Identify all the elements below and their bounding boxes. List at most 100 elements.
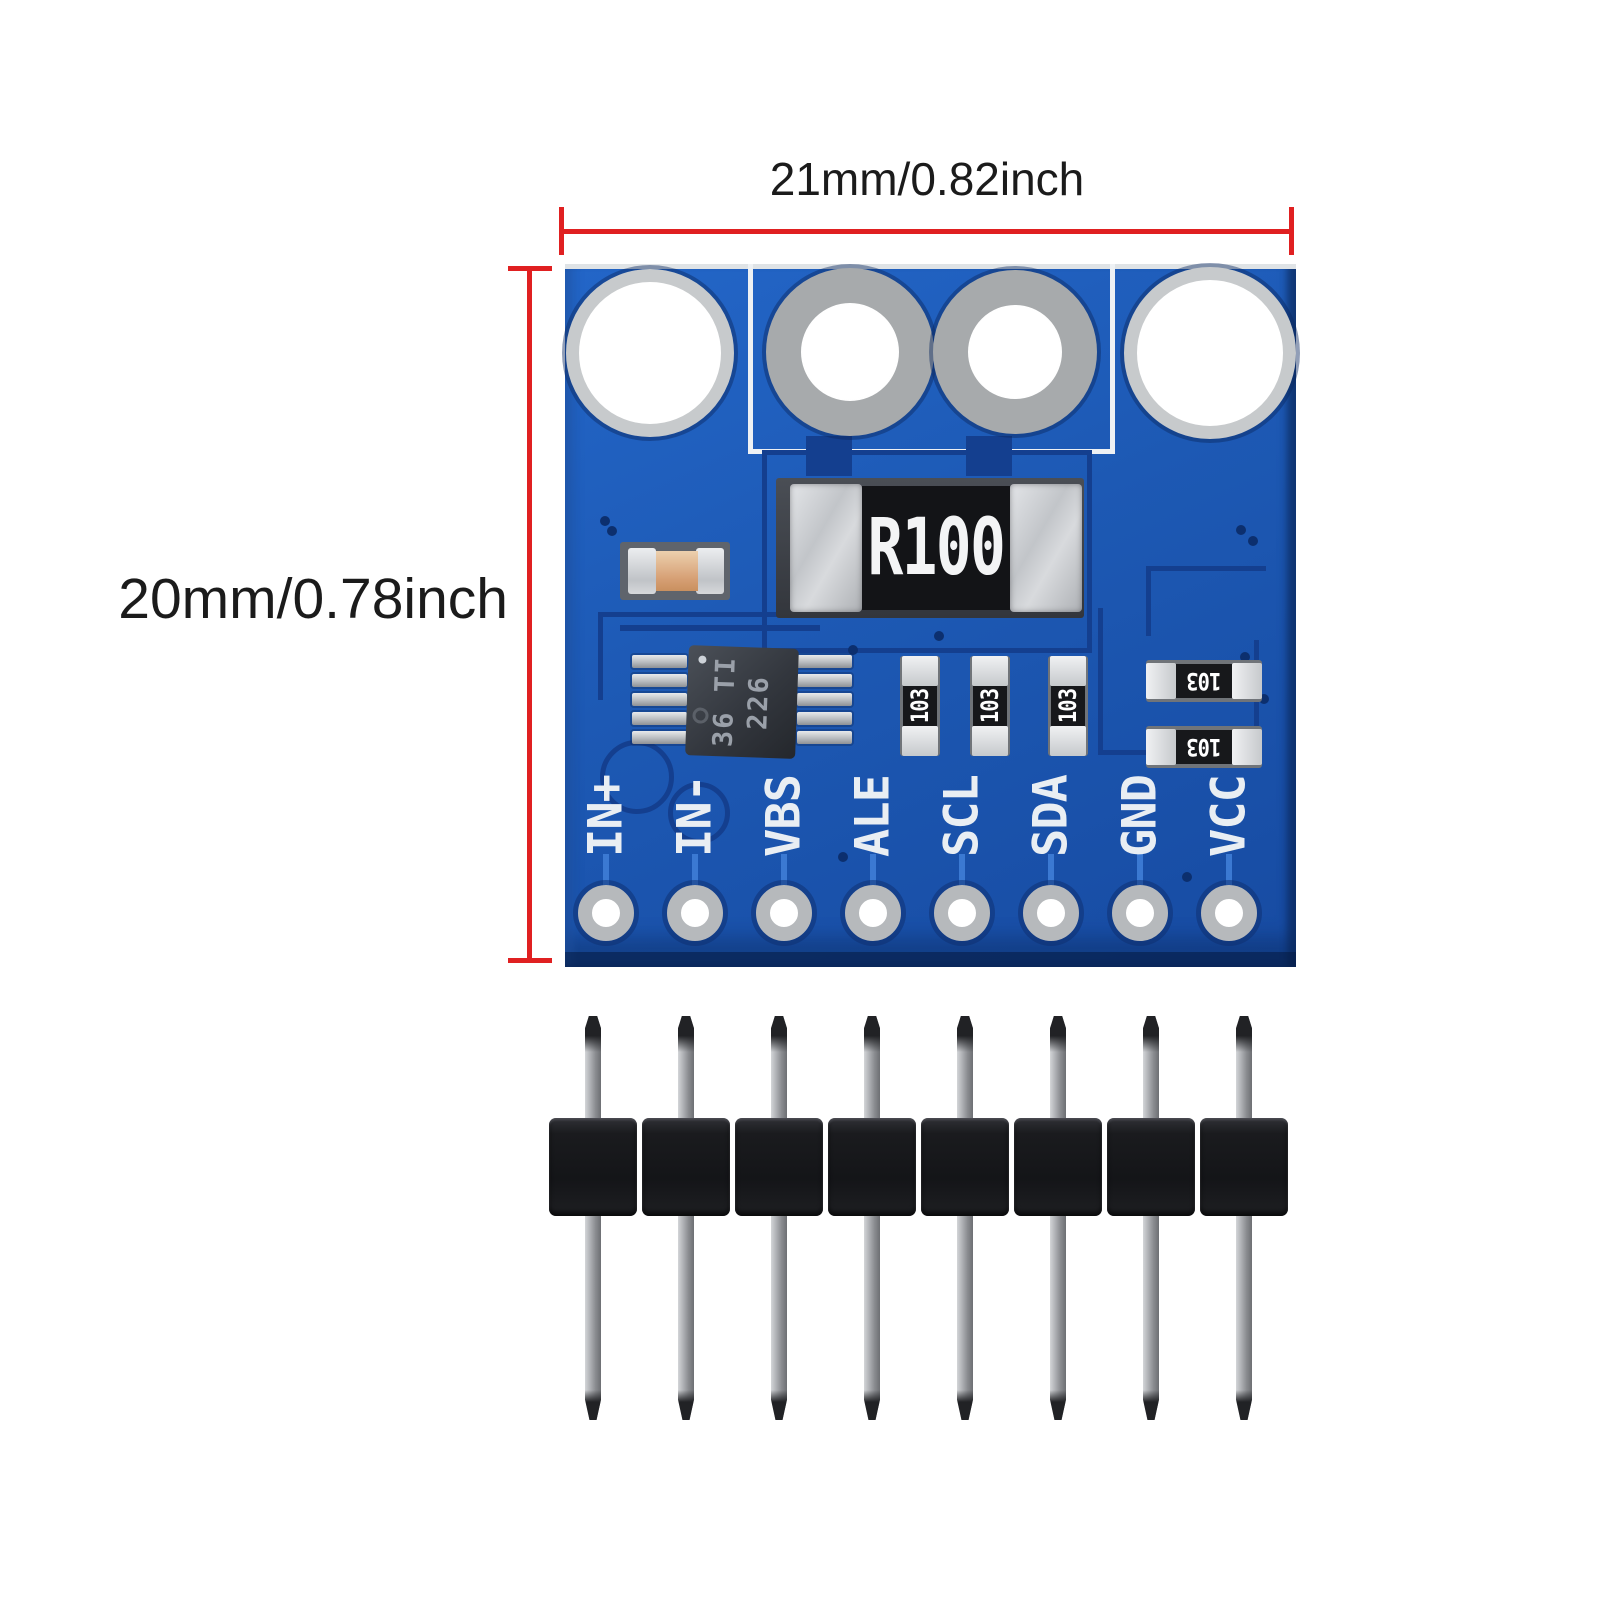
trace-stub — [692, 854, 698, 890]
pin-hole-ale — [845, 885, 901, 941]
smd-end — [1050, 726, 1086, 756]
trace-stub — [781, 854, 787, 890]
header-pin-top — [1236, 1016, 1252, 1118]
header-pin-bottom — [771, 1216, 787, 1420]
pin-hole-sda — [1023, 885, 1079, 941]
pin-label-gnd: GND — [1112, 775, 1168, 857]
smd-resistor: 103 — [1146, 660, 1262, 702]
smd-resistor-code: 103 — [1186, 667, 1222, 695]
shunt-resistor-label: R100 — [867, 503, 1006, 593]
smd-end — [1232, 663, 1262, 699]
smd-resistor-code: 103 — [976, 688, 1005, 724]
header-pin-top — [1143, 1016, 1159, 1118]
smd-resistor-code: 103 — [1054, 688, 1083, 724]
ic-marking-line2: 226 — [742, 674, 775, 731]
height-dimension-label: 20mm/0.78inch — [118, 567, 508, 631]
header-plastic-block — [1014, 1118, 1102, 1216]
header-pin-top — [864, 1016, 880, 1118]
smd-capacitor-end-left — [628, 548, 656, 594]
header-pin-bottom — [1050, 1216, 1066, 1420]
header-pin-top — [771, 1016, 787, 1118]
pin-label-vbs: VBS — [756, 775, 812, 857]
trace-stub — [603, 854, 609, 890]
shunt-solder-cap-left — [790, 484, 862, 612]
header-pin-bottom — [678, 1216, 694, 1420]
smd-end — [902, 726, 938, 756]
height-dimension-tick-bottom — [508, 958, 552, 963]
trace — [668, 782, 730, 844]
ic-pin1-dot — [698, 655, 707, 664]
header-pin-bottom — [585, 1216, 601, 1420]
silk-top-edge — [565, 264, 1296, 269]
pin-hole-in-plus — [578, 885, 634, 941]
pin-hole-gnd — [1112, 885, 1168, 941]
via — [1248, 536, 1258, 546]
mounting-hole-right — [1124, 267, 1296, 439]
smd-end — [1232, 729, 1262, 765]
header-plastic-block — [549, 1118, 637, 1216]
smd-end — [1146, 663, 1176, 699]
smd-end — [1050, 656, 1086, 686]
pcb-board: R100 36 TI 226 — [565, 264, 1296, 967]
smd-body: 103 — [903, 686, 937, 726]
pin-label-vcc: VCC — [1201, 775, 1257, 857]
header-plastic-block — [735, 1118, 823, 1216]
header-plastic-block — [921, 1118, 1009, 1216]
header-plastic-block — [828, 1118, 916, 1216]
ic-pin — [632, 674, 687, 687]
header-pin-bottom — [957, 1216, 973, 1420]
header-plastic-block — [1107, 1118, 1195, 1216]
via — [1240, 652, 1250, 662]
smd-body: 103 — [1176, 664, 1232, 698]
ic-marking: 36 TI 226 — [707, 655, 778, 749]
smd-capacitor-body — [656, 551, 698, 591]
ic-dimple — [692, 707, 709, 724]
header-pin-top — [585, 1016, 601, 1118]
header-pin-bottom — [1236, 1216, 1252, 1420]
via — [607, 526, 617, 536]
via — [1236, 525, 1246, 535]
header-pin-top — [678, 1016, 694, 1118]
trace — [762, 648, 1092, 653]
pin-label-scl: SCL — [934, 775, 990, 857]
smd-body: 103 — [1051, 686, 1085, 726]
pin-hole-scl — [934, 885, 990, 941]
ic-pin — [632, 731, 687, 744]
smd-resistor-code: 103 — [906, 688, 935, 724]
trace — [762, 450, 1092, 455]
header-pin-bottom — [1143, 1216, 1159, 1420]
via — [848, 645, 858, 655]
pin-hole-vcc — [1201, 885, 1257, 941]
smd-capacitor-end-right — [696, 548, 724, 594]
mounting-hole-left — [566, 269, 734, 437]
ic-chip: 36 TI 226 — [685, 645, 799, 759]
ic-pin — [797, 731, 852, 744]
width-dimension-tick-right — [1289, 207, 1294, 255]
via — [600, 516, 610, 526]
silk-box-right — [1110, 264, 1115, 450]
smd-resistor: 103 — [1146, 726, 1262, 768]
via — [1259, 694, 1269, 704]
trace-stub — [1137, 854, 1143, 890]
header-pin-bottom — [864, 1216, 880, 1420]
ic-pin — [797, 655, 852, 668]
trace-stub — [1226, 854, 1232, 890]
trace-stub — [959, 854, 965, 890]
shunt-solder-cap-right — [1010, 484, 1082, 612]
ic-pin — [632, 693, 687, 706]
smd-end — [1146, 729, 1176, 765]
smd-resistor-code: 103 — [1186, 733, 1222, 761]
smd-end — [902, 656, 938, 686]
trace — [1146, 566, 1266, 571]
trace — [598, 612, 778, 617]
pin-label-in-plus: IN+ — [578, 775, 634, 857]
trace — [620, 625, 820, 631]
smd-body: 103 — [973, 686, 1007, 726]
trace — [806, 436, 852, 476]
pin-label-in-minus: IN- — [667, 775, 723, 857]
plated-hole-in-plus — [766, 268, 934, 436]
trace — [1098, 608, 1103, 754]
via — [838, 852, 848, 862]
smd-end — [972, 656, 1008, 686]
